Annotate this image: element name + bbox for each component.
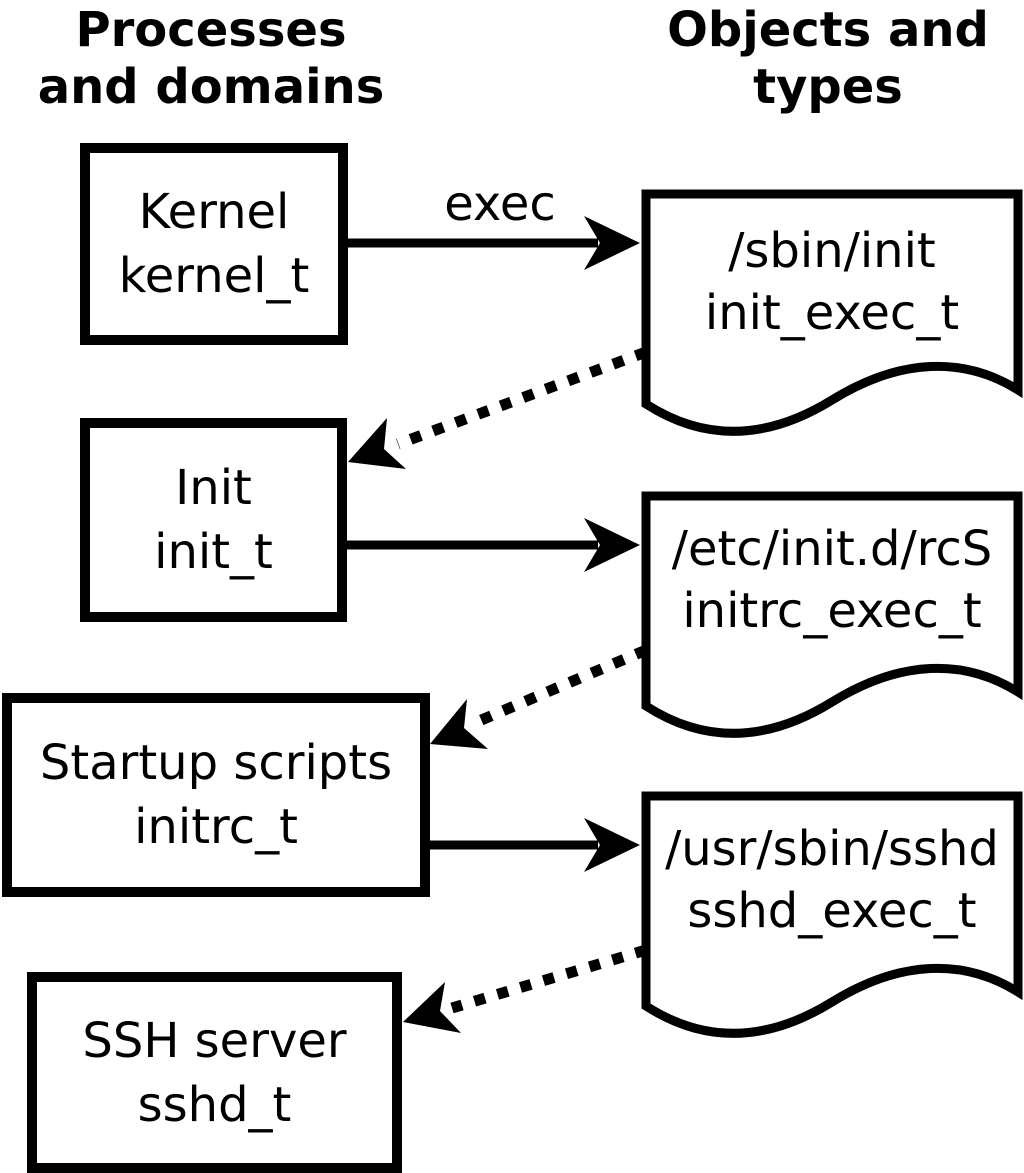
exec-arrow-kernel-to-sbin-init (348, 216, 640, 270)
transition-arrow-sshd-to-sshserver (403, 944, 648, 1033)
object-path-label: /etc/init.d/rcS (671, 521, 993, 577)
object-type-label: sshd_exec_t (687, 883, 977, 939)
exec-arrow-startup-to-sshd (428, 818, 640, 872)
document-shape-etc-init-rcs (641, 491, 1023, 738)
column-header-processes: Processes and domains (0, 2, 422, 116)
header-line: Processes (75, 2, 347, 58)
process-name-label: Init (175, 460, 252, 516)
process-domain-label: initrc_t (134, 799, 298, 855)
object-doc-sbin-init: /sbin/init init_exec_t (646, 220, 1018, 344)
header-line: Objects and (667, 2, 989, 58)
document-shape-sbin-init (641, 189, 1023, 436)
object-doc-usr-sbin-sshd: /usr/sbin/sshd sshd_exec_t (646, 818, 1018, 942)
object-path-label: /usr/sbin/sshd (665, 821, 999, 877)
header-line: and domains (37, 59, 385, 115)
process-name-label: Startup scripts (39, 735, 393, 791)
process-box-kernel: Kernel kernel_t (80, 143, 348, 345)
transition-arrow-rcs-to-startup (430, 644, 649, 749)
exec-arrow-init-to-rcs (347, 518, 640, 572)
header-line: types (753, 59, 903, 115)
process-box-startup-scripts: Startup scripts initrc_t (2, 693, 430, 897)
object-doc-etc-init-rcs: /etc/init.d/rcS initrc_exec_t (646, 518, 1018, 642)
object-path-label: /sbin/init (728, 223, 936, 279)
process-domain-label: sshd_t (137, 1076, 292, 1133)
process-box-init: Init init_t (80, 418, 347, 622)
exec-arrow-label: exec (444, 176, 556, 232)
process-box-ssh-server: SSH server sshd_t (27, 972, 402, 1173)
object-type-label: init_exec_t (704, 285, 960, 341)
column-header-objects: Objects and types (628, 2, 1024, 116)
process-domain-label: init_t (154, 524, 273, 580)
process-domain-label: kernel_t (118, 248, 310, 304)
transition-arrow-sbin-init-to-init (348, 346, 648, 469)
object-type-label: initrc_exec_t (682, 583, 982, 639)
document-shape-usr-sbin-sshd (641, 791, 1023, 1038)
process-name-label: Kernel (138, 184, 290, 240)
process-name-label: SSH server (82, 1012, 347, 1069)
